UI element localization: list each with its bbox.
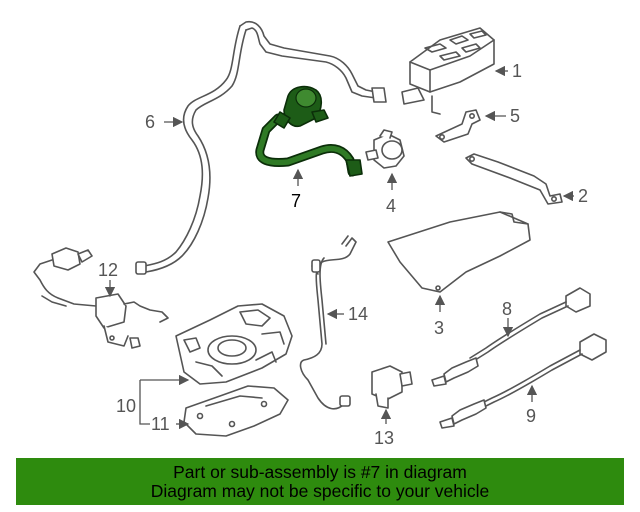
notice-banner: Part or sub-assembly is #7 in diagram Di… — [16, 458, 624, 505]
part-6-pipe[interactable] — [135, 20, 387, 275]
part-14-hose[interactable] — [299, 235, 357, 410]
callout-13: 13 — [374, 428, 394, 448]
callout-6: 6 — [145, 112, 155, 132]
part-1-canister[interactable] — [401, 27, 495, 115]
callout-11: 11 — [151, 414, 170, 434]
callout-5: 5 — [510, 106, 520, 126]
callout-8: 8 — [502, 299, 512, 319]
callout-7: 7 — [291, 191, 301, 211]
callout-12: 12 — [98, 260, 118, 280]
part-9-o2-sensor[interactable] — [439, 333, 607, 429]
callout-2: 2 — [578, 186, 588, 206]
part-11-base-plate[interactable] — [183, 385, 289, 437]
callout-1: 1 — [512, 61, 522, 81]
leader-10-bracket — [139, 380, 150, 425]
part-4-valve[interactable] — [365, 129, 405, 169]
notice-line-2: Diagram may not be specific to your vehi… — [150, 480, 490, 501]
part-13-valve[interactable] — [371, 365, 413, 409]
part-7-hose-assembly[interactable] — [255, 85, 363, 177]
callout-10: 10 — [116, 396, 136, 416]
callout-4: 4 — [386, 196, 396, 216]
callout-9: 9 — [526, 406, 536, 426]
notice-line-1: Part or sub-assembly is #7 in diagram — [173, 461, 467, 482]
callout-14: 14 — [348, 304, 368, 324]
part-10-module[interactable] — [175, 303, 293, 385]
part-3-shield[interactable] — [387, 211, 531, 293]
part-5-bracket[interactable] — [435, 109, 481, 143]
part-2-bracket[interactable] — [465, 153, 563, 205]
part-12-sensor[interactable] — [33, 247, 169, 349]
callout-3: 3 — [434, 318, 444, 338]
parts-diagram: 1 5 2 3 4 6 — [33, 20, 607, 448]
